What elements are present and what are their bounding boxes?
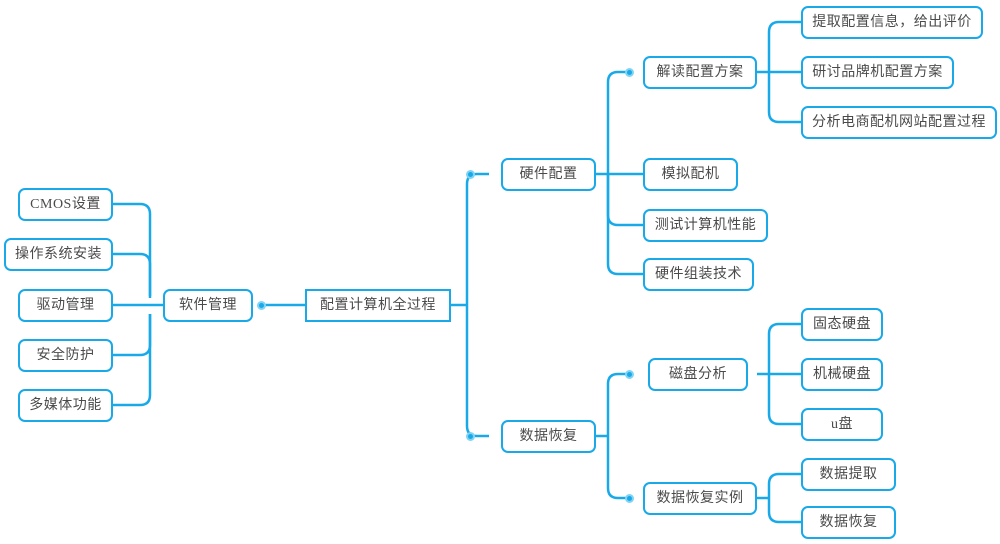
node-hdd-label: 机械硬盘 (813, 366, 871, 382)
node-usb-drive[interactable]: u盘 (801, 408, 883, 441)
node-data-restore-label: 数据恢复 (819, 514, 878, 530)
node-root-label: 配置计算机全过程 (320, 297, 436, 313)
node-os-install-label: 操作系统安装 (15, 246, 102, 262)
edge-root-to-hardware (465, 172, 489, 305)
edge-software-os (113, 252, 152, 298)
node-root[interactable]: 配置计算机全过程 (305, 289, 451, 322)
connector-dot-hardware (466, 169, 475, 179)
node-hardware-config-label: 硬件配置 (519, 166, 578, 182)
node-disk-analysis[interactable]: 磁盘分析 (648, 358, 748, 391)
edge-hardware-perf (606, 174, 643, 227)
node-recovery-case[interactable]: 数据恢复实例 (643, 482, 757, 515)
node-os-install[interactable]: 操作系统安装 (4, 238, 113, 271)
node-software-management-label: 软件管理 (179, 297, 237, 313)
node-brand-machine-scheme[interactable]: 研讨品牌机配置方案 (801, 56, 954, 89)
node-ecommerce-site-analysis-label: 分析电商配机网站配置过程 (812, 114, 986, 130)
node-performance-test[interactable]: 测试计算机性能 (643, 209, 768, 242)
node-extract-config-info-label: 提取配置信息，给出评价 (812, 14, 972, 30)
edge-case-restore (767, 498, 801, 524)
edge-scheme-a (767, 20, 801, 72)
edge-recovery-case (606, 436, 630, 500)
edge-software-cmos (113, 202, 152, 296)
node-data-restore[interactable]: 数据恢复 (801, 506, 896, 539)
edge-disk-ssd (767, 322, 801, 374)
node-multimedia-function[interactable]: 多媒体功能 (18, 389, 113, 422)
connector-dot-software (257, 300, 266, 310)
node-ssd[interactable]: 固态硬盘 (801, 308, 883, 341)
node-assembly-technique[interactable]: 硬件组装技术 (643, 258, 754, 291)
node-usb-drive-label: u盘 (831, 416, 853, 432)
node-driver-management[interactable]: 驱动管理 (18, 289, 113, 322)
node-data-extraction-label: 数据提取 (819, 466, 878, 482)
edge-hardware-scheme (606, 70, 630, 174)
node-extract-config-info[interactable]: 提取配置信息，给出评价 (801, 6, 983, 39)
node-scheme-interpretation[interactable]: 解读配置方案 (643, 56, 757, 89)
connector-dot-recovery (466, 431, 475, 441)
node-disk-analysis-label: 磁盘分析 (669, 366, 727, 382)
edge-recovery-disk (606, 372, 630, 436)
node-cmos-settings[interactable]: CMOS设置 (18, 188, 113, 221)
node-multimedia-function-label: 多媒体功能 (29, 397, 102, 413)
node-data-recovery[interactable]: 数据恢复 (501, 420, 596, 453)
node-data-recovery-label: 数据恢复 (519, 428, 578, 444)
node-brand-machine-scheme-label: 研讨品牌机配置方案 (812, 64, 943, 80)
node-data-extraction[interactable]: 数据提取 (801, 458, 896, 491)
edge-hardware-assembly (606, 174, 643, 276)
connector-dot-disk (625, 369, 634, 379)
node-recovery-case-label: 数据恢复实例 (656, 490, 744, 506)
node-ecommerce-site-analysis[interactable]: 分析电商配机网站配置过程 (801, 106, 997, 139)
node-driver-management-label: 驱动管理 (36, 297, 95, 313)
node-hardware-config[interactable]: 硬件配置 (501, 158, 596, 191)
node-hdd[interactable]: 机械硬盘 (801, 358, 883, 391)
node-cmos-settings-label: CMOS设置 (30, 196, 101, 212)
node-simulated-assembly[interactable]: 模拟配机 (643, 158, 738, 191)
connector-dot-scheme (625, 67, 634, 77)
node-software-management[interactable]: 软件管理 (163, 289, 253, 322)
edge-disk-usb (767, 374, 801, 426)
node-assembly-technique-label: 硬件组装技术 (655, 266, 742, 282)
node-security-protection[interactable]: 安全防护 (18, 339, 113, 372)
edge-software-security (113, 314, 152, 357)
node-performance-test-label: 测试计算机性能 (654, 217, 757, 233)
node-scheme-interpretation-label: 解读配置方案 (656, 64, 744, 80)
edge-root-to-recovery (465, 305, 489, 438)
edge-scheme-c (767, 72, 801, 124)
connector-dot-recovery-case (625, 493, 634, 503)
node-security-protection-label: 安全防护 (36, 347, 95, 363)
edge-case-extract (767, 472, 801, 498)
node-ssd-label: 固态硬盘 (813, 316, 871, 332)
node-simulated-assembly-label: 模拟配机 (661, 166, 720, 182)
edge-software-media (113, 314, 152, 407)
